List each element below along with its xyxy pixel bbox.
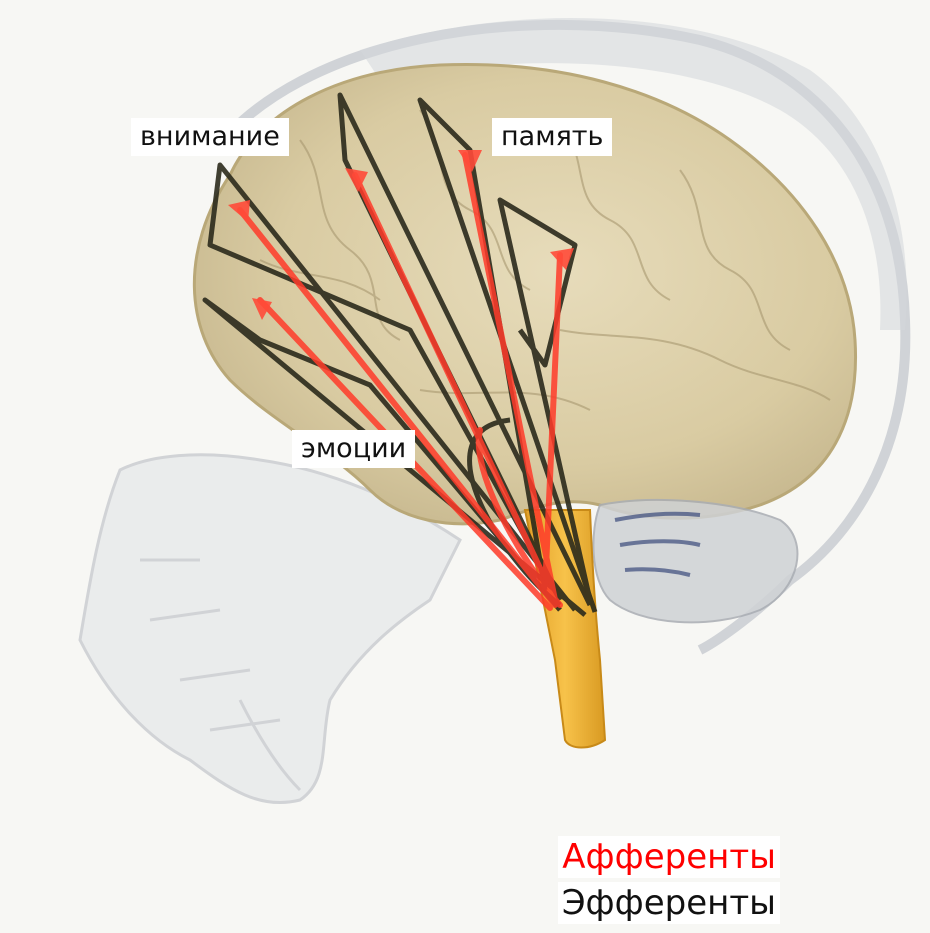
legend-efferent: Эфференты [558, 882, 780, 924]
label-attention: внимание [131, 118, 289, 156]
label-memory: память [492, 118, 612, 156]
legend-afferent: Афференты [558, 836, 780, 878]
label-emotions: эмоции [292, 430, 415, 468]
